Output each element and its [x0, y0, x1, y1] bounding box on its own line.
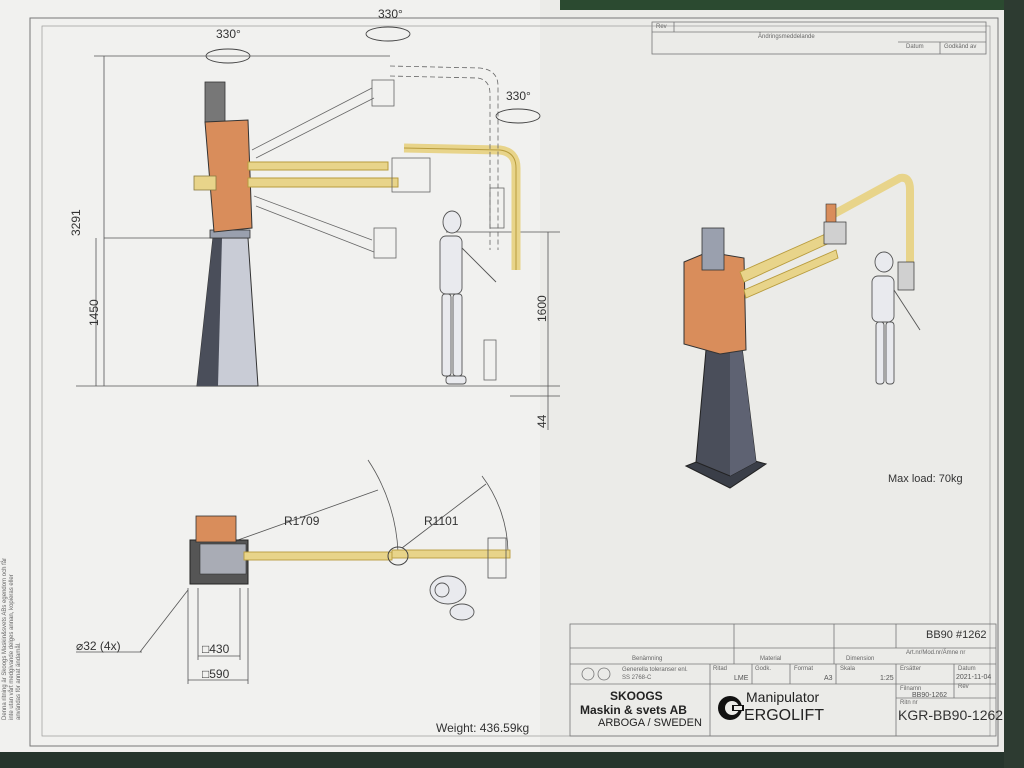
- product-type: Manipulator: [746, 689, 820, 705]
- dark-background-bottom: [0, 752, 1024, 768]
- radius-inner-label: R1101: [424, 514, 459, 528]
- height-person-label: 1600: [535, 295, 549, 322]
- ritad-label: Ritad: [713, 666, 728, 672]
- dark-background-top: [560, 0, 1024, 10]
- radius-outer-label: R1709: [284, 514, 320, 528]
- datum-value: 2021-11-04: [956, 674, 992, 681]
- rotation-label-right: 330°: [506, 89, 531, 103]
- company-name: SKOOGS: [610, 689, 663, 703]
- company-location: ARBOGA / SWEDEN: [598, 717, 702, 729]
- max-load-note: Max load: 70kg: [888, 473, 963, 485]
- tolerance-line2: SS 2768-C: [622, 675, 652, 681]
- rotation-ellipse-left: [205, 48, 251, 64]
- filnamn-label: Filnamn: [900, 686, 922, 692]
- rotation-label-left: 330°: [216, 27, 241, 41]
- ritad-value: LME: [734, 675, 749, 682]
- revision-block: [651, 21, 987, 55]
- ergolift-logo-mark: [718, 696, 744, 720]
- format-label: Format: [794, 666, 814, 672]
- company-subtitle: Maskin & svets AB: [580, 703, 687, 717]
- date-label: Datum: [906, 44, 924, 50]
- side-view-dimension-lines: [76, 55, 560, 430]
- height-total-label: 3291: [69, 209, 83, 236]
- column-side-view: [196, 229, 259, 387]
- ownership-margin-note: Denna ritning är Skoogs Maskin&svets ABs…: [2, 557, 23, 720]
- drawing-number-top: BB90 #1262: [926, 629, 987, 641]
- arms-alt-positions: [251, 65, 505, 381]
- approved-label: Godkänd av: [944, 44, 977, 50]
- housing-side-view: [193, 81, 253, 233]
- base-inner-label: □430: [202, 642, 230, 656]
- artnr-label: Art.nr/Mod.nr/Ämne nr: [906, 650, 966, 656]
- dimension-label: Dimension: [846, 656, 875, 662]
- title-block-grid: [569, 623, 997, 737]
- weight-note: Weight: 436.59kg: [436, 721, 530, 735]
- rev-title-label: Rev: [958, 684, 969, 690]
- rotation-label-mid: 330°: [378, 7, 403, 21]
- rotation-ellipse-mid: [365, 26, 411, 42]
- ritn-label: Ritn nr: [900, 700, 918, 706]
- drawing-frame-inner: [41, 25, 991, 737]
- skala-value: 1:25: [880, 675, 894, 682]
- material-label: Material: [760, 656, 782, 662]
- plan-view: [76, 459, 511, 684]
- isometric-view: [683, 173, 921, 489]
- dark-background-right: [1004, 0, 1024, 768]
- operator-figure-side: [439, 210, 497, 385]
- bolt-holes-label: ⌀32 (4x): [76, 639, 121, 653]
- format-value: A3: [824, 675, 833, 682]
- skala-label: Skala: [840, 666, 856, 672]
- ersatter-label: Ersätter: [900, 666, 922, 672]
- rotation-ellipse-right: [495, 108, 541, 124]
- product-name: ERGOLIFT: [744, 707, 825, 724]
- rev-label: Rev: [656, 24, 667, 30]
- filnamn-value: BB90-1262: [912, 692, 948, 699]
- datum-label: Datum: [958, 666, 976, 672]
- tolerance-line1: Generella toleranser enl.: [622, 667, 688, 673]
- ritn-value: KGR-BB90-1262: [898, 707, 1004, 723]
- benamning-label: Benämning: [632, 656, 663, 662]
- arms-side-view: [247, 143, 521, 270]
- height-column-label: 1450: [87, 299, 101, 326]
- drawing-frame: [29, 17, 999, 747]
- change-label: Ändringsmeddelande: [758, 34, 815, 40]
- godk-label: Godk.: [755, 666, 772, 672]
- base-outer-label: □590: [202, 667, 230, 681]
- floor-offset-label: 44: [535, 414, 549, 428]
